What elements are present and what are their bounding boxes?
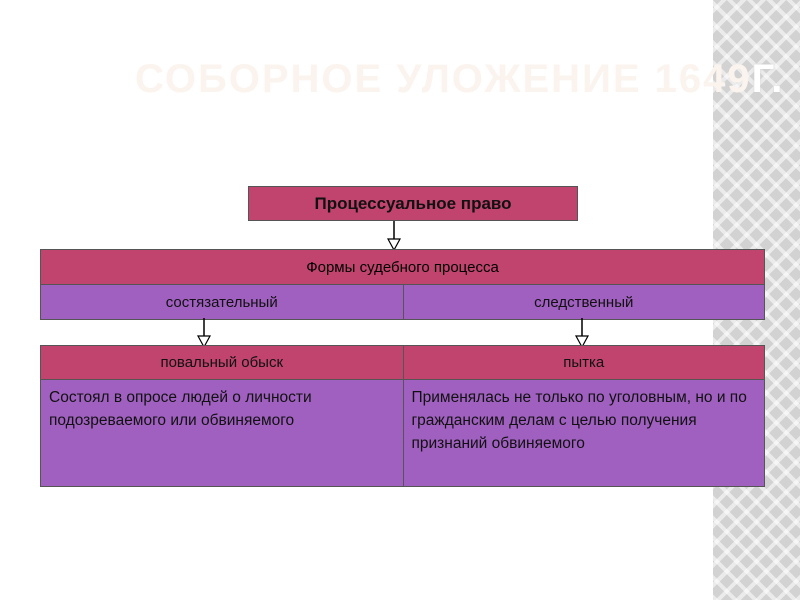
forms-header: Формы судебного процесса xyxy=(41,250,764,284)
arrow-down-icon xyxy=(574,318,590,348)
root-box: Процессуальное право xyxy=(248,186,578,221)
details-body-row: Состоял в опросе людей о личности подозр… xyxy=(41,379,764,486)
detail-head-search: повальный обыск xyxy=(41,346,403,379)
detail-head-torture: пытка xyxy=(402,346,764,379)
arrow-down-icon xyxy=(196,318,212,348)
title-main: СОБОРНОЕ УЛОЖЕНИЕ 1649 xyxy=(135,57,752,101)
slide-title: СОБОРНОЕ УЛОЖЕНИЕ 1649Г. xyxy=(135,55,782,103)
form-investigative: следственный xyxy=(402,285,764,319)
forms-table: Формы судебного процесса состязательный … xyxy=(40,249,765,320)
details-heads-row: повальный обыск пытка xyxy=(41,346,764,379)
title-suffix: Г. xyxy=(751,57,785,101)
details-table: повальный обыск пытка Состоял в опросе л… xyxy=(40,345,765,487)
form-adversarial: состязательный xyxy=(41,285,403,319)
arrow-down-icon xyxy=(386,221,402,251)
detail-body-torture: Применялась не только по уголовным, но и… xyxy=(402,380,764,486)
forms-types-row: состязательный следственный xyxy=(41,284,764,319)
detail-body-search: Состоял в опросе людей о личности подозр… xyxy=(41,380,403,486)
